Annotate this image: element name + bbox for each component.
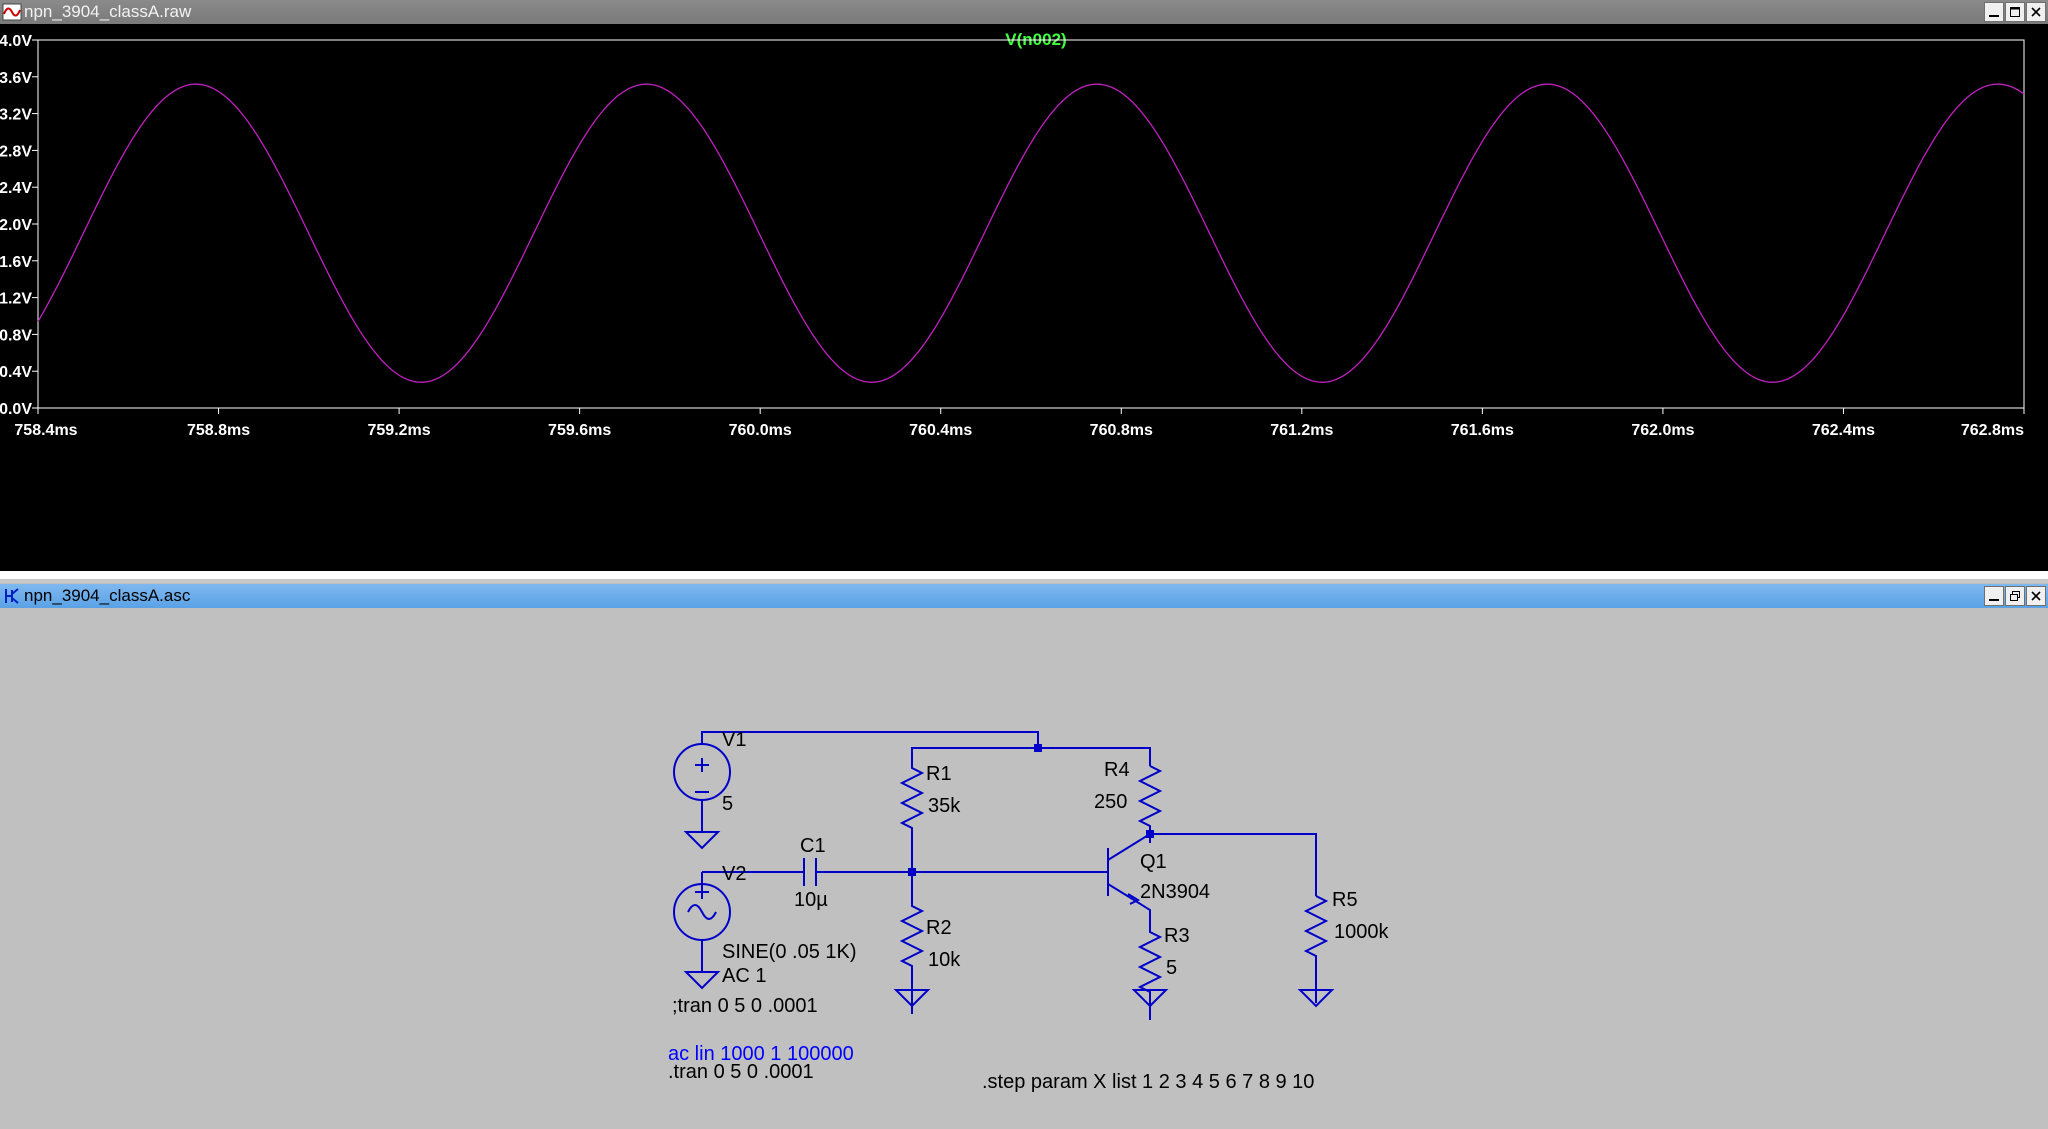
v2-voltage-source[interactable] [673,872,731,990]
v1-name[interactable]: V1 [722,729,746,751]
x-tick-label: 761.6ms [1451,422,1514,439]
q1-transistor[interactable] [1107,833,1151,905]
waveform-plot[interactable]: V(n002) 0.0V0.4V0.8V1.2V1.6V2.0V2.4V2.8V… [0,24,2048,571]
y-tick-label: 3.2V [0,107,32,124]
schematic-drawing[interactable]: V1 5 R1 35k R4 250 C1 10µ V2 SINE(0 .05 … [0,608,2048,1124]
x-tick-label: 760.0ms [729,422,792,439]
restore-button[interactable] [2005,586,2025,606]
series-line-v-n002-[interactable] [37,83,2025,383]
r2-resistor[interactable] [893,872,931,1014]
r4-resistor[interactable] [1137,765,1163,843]
r3-value[interactable]: 5 [1166,957,1177,979]
y-tick-label: 0.4V [0,364,32,381]
directive-ac[interactable]: ac lin 1000 1 100000 [668,1043,854,1065]
minimize-button[interactable] [1984,586,2004,606]
wire-collector[interactable] [1150,833,1317,896]
y-tick-label: 4.0V [0,33,32,50]
q1-model[interactable]: 2N3904 [1140,881,1210,903]
window-separator-shade [0,579,2048,583]
x-tick-label: 762.4ms [1812,422,1875,439]
waveform-window-titlebar[interactable]: npn_3904_classA.raw [0,0,2048,24]
y-tick-label: 1.6V [0,254,32,271]
v1-voltage-source[interactable] [673,743,731,850]
y-tick-label: 2.4V [0,180,32,197]
close-button[interactable] [2026,586,2046,606]
x-tick-label: 762.0ms [1631,422,1694,439]
x-tick-label: 760.8ms [1090,422,1153,439]
r4-name[interactable]: R4 [1104,759,1130,781]
r1-name[interactable]: R1 [926,763,952,785]
waveform-app-icon [2,3,22,21]
r2-value[interactable]: 10k [928,949,961,971]
wire-vcc[interactable] [701,731,1151,766]
maximize-icon [2010,7,2020,17]
schematic-window-titlebar[interactable]: npn_3904_classA.asc [0,584,2048,608]
c1-capacitor[interactable] [803,858,817,886]
x-tick-label: 758.4ms [14,422,77,439]
y-tick-label: 2.8V [0,143,32,160]
c1-name[interactable]: C1 [800,835,826,857]
plot-axes: 0.0V 0.4V 0.8V 1.2V 1.6V 2.0V 2.4V 2.8V 3.2V 3.6V… [0,33,2025,439]
x-tick-label: 760.4ms [909,422,972,439]
r5-value[interactable]: 1000k [1334,921,1389,943]
junction-dots [908,744,1154,876]
plot-series-layer [37,83,2025,383]
close-icon [2031,591,2041,601]
v2-name[interactable]: V2 [722,863,746,885]
r1-resistor[interactable] [899,752,925,896]
y-tick-label: 3.6V [0,70,32,87]
y-tick-label: 0.8V [0,327,32,344]
minimize-icon [1989,599,1999,601]
y-tick-label: 2.0V [0,217,32,234]
v1-value[interactable]: 5 [722,793,733,815]
waveform-window-title: npn_3904_classA.raw [24,2,192,21]
x-tick-label: 761.2ms [1270,422,1333,439]
directive-tran[interactable]: .tran 0 5 0 .0001 [668,1061,814,1083]
v2-value[interactable]: SINE(0 .05 1K) [722,941,857,963]
maximize-button[interactable] [2005,2,2025,22]
x-tick-label: 758.8ms [187,422,250,439]
close-button[interactable] [2026,2,2046,22]
r3-name[interactable]: R3 [1164,925,1190,947]
y-tick-label: 1.2V [0,291,32,308]
q1-name[interactable]: Q1 [1140,851,1167,873]
x-tick-label: 759.2ms [368,422,431,439]
directive-comment-tran[interactable]: ;tran 0 5 0 .0001 [672,995,818,1017]
minimize-icon [1989,15,1999,17]
x-tick-label: 759.6ms [548,422,611,439]
r3-resistor[interactable] [1131,899,1169,1020]
schematic-window-title: npn_3904_classA.asc [24,586,191,605]
x-tick-label: 762.8ms [1961,422,2024,439]
c1-value[interactable]: 10µ [794,889,828,911]
r4-value[interactable]: 250 [1094,791,1127,813]
y-tick-label: 0.0V [0,401,32,418]
minimize-button[interactable] [1984,2,2004,22]
r5-name[interactable]: R5 [1332,889,1358,911]
schematic-app-icon [5,588,19,604]
r2-name[interactable]: R2 [926,917,952,939]
restore-icon [2010,591,2020,601]
schematic-canvas[interactable]: V1 5 R1 35k R4 250 C1 10µ V2 SINE(0 .05 … [0,608,2048,1124]
directive-step[interactable]: .step param X list 1 2 3 4 5 6 7 8 9 10 [982,1071,1314,1093]
v2-ac-value[interactable]: AC 1 [722,965,766,987]
r5-resistor[interactable] [1297,895,1335,1008]
close-icon [2031,7,2041,17]
r1-value[interactable]: 35k [928,795,961,817]
